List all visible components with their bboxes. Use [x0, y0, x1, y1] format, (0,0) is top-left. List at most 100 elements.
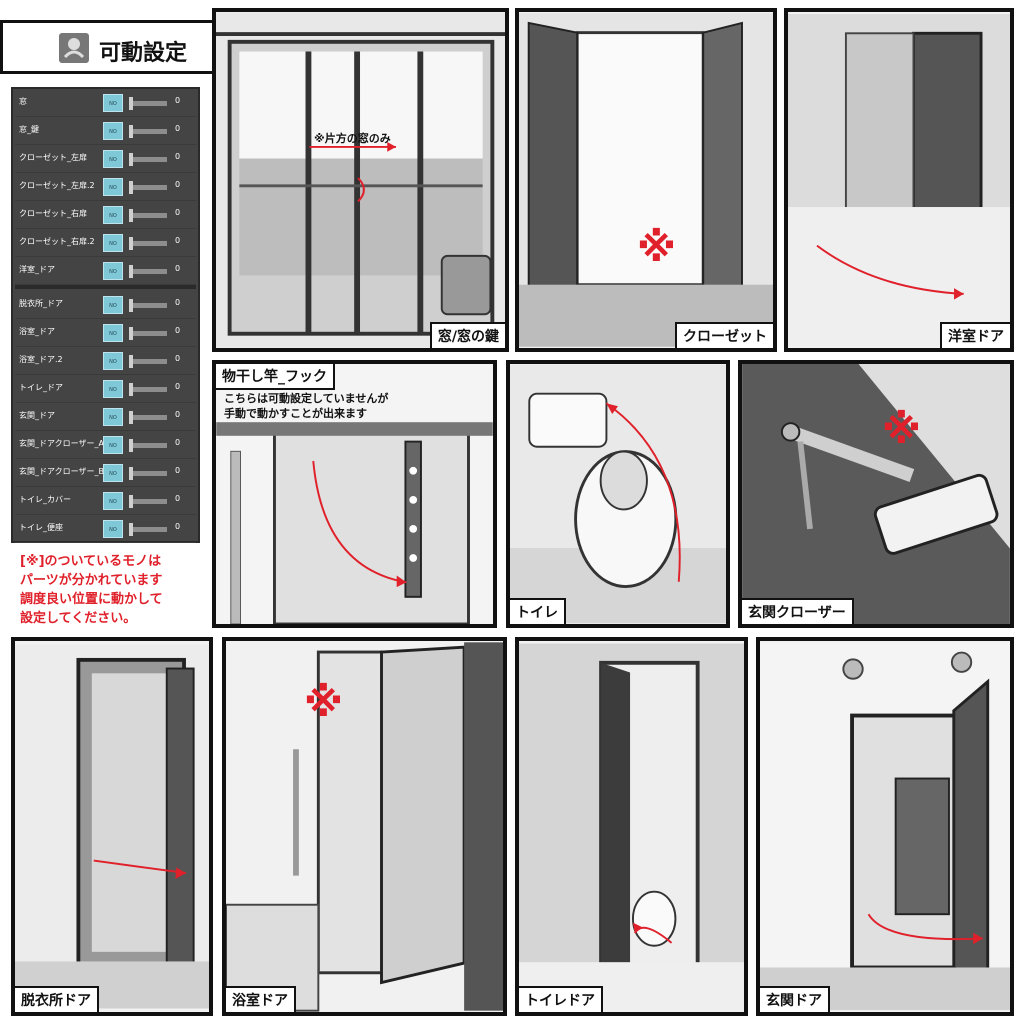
window-illustration [216, 12, 505, 348]
settings-slider[interactable] [129, 471, 167, 476]
settings-row-value: 0 [175, 438, 181, 447]
caption-bath-door: 浴室ドア [226, 986, 296, 1012]
closet-illustration [519, 13, 773, 347]
note-line: 調度良い位置に動かして [20, 592, 163, 607]
caption-toilet: トイレ [510, 598, 566, 624]
settings-toggle[interactable]: NO [103, 380, 123, 398]
settings-slider-knob[interactable] [129, 181, 133, 194]
panel-dressing-door: 脱衣所ドア [11, 637, 213, 1016]
settings-row-label: クローゼット_左扉 [19, 153, 87, 162]
panel-pole: 物干し竿_フック こちらは可動設定していませんが 手動で動かすことが出来ます [212, 360, 497, 628]
settings-row-label: トイレ_ドア [19, 383, 63, 392]
settings-slider[interactable] [129, 269, 167, 274]
settings-toggle[interactable]: NO [103, 234, 123, 252]
settings-slider-knob[interactable] [129, 327, 133, 340]
settings-slider[interactable] [129, 443, 167, 448]
pole-text-1: こちらは可動設定していませんが [224, 392, 389, 405]
settings-slider[interactable] [129, 129, 167, 134]
settings-slider-knob[interactable] [129, 383, 133, 396]
settings-slider[interactable] [129, 213, 167, 218]
settings-slider[interactable] [129, 331, 167, 336]
caption-closet: クローゼット [675, 322, 773, 348]
dressing-door-illustration [15, 644, 209, 1009]
settings-toggle[interactable]: NO [103, 262, 123, 280]
settings-slider-knob[interactable] [129, 299, 133, 312]
settings-slider-knob[interactable] [129, 209, 133, 222]
settings-toggle[interactable]: NO [103, 408, 123, 426]
settings-row-value: 0 [175, 124, 181, 133]
western-door-illustration [788, 13, 1010, 347]
settings-slider[interactable] [129, 303, 167, 308]
settings-toggle[interactable]: NO [103, 492, 123, 510]
panel-toilet-door: トイレドア [515, 637, 748, 1016]
panel-entrance-door: 玄関ドア [756, 637, 1014, 1016]
settings-slider[interactable] [129, 527, 167, 532]
caption-closer: 玄関クローザー [742, 598, 854, 624]
settings-toggle[interactable]: NO [103, 520, 123, 538]
settings-slider[interactable] [129, 157, 167, 162]
settings-slider[interactable] [129, 101, 167, 106]
caption-western-door: 洋室ドア [940, 322, 1010, 348]
settings-slider-knob[interactable] [129, 411, 133, 424]
page-title: 可動設定 [99, 41, 188, 66]
settings-slider-knob[interactable] [129, 467, 133, 480]
pole-text-2: 手動で動かすことが出来ます [224, 407, 367, 420]
settings-row-label: クローゼット_左扉.2 [19, 181, 95, 190]
caption-entrance-door: 玄関ドア [760, 986, 830, 1012]
settings-row: 窓 NO 0 [15, 91, 196, 117]
note-line: 設定してください。 [20, 611, 137, 626]
panel-closet: ※ クローゼット [515, 8, 777, 352]
toilet-illustration [510, 364, 726, 624]
settings-row-value: 0 [175, 298, 181, 307]
settings-row-label: 窓 [19, 97, 27, 106]
settings-slider[interactable] [129, 241, 167, 246]
note-line: [※]のついているモノは [20, 554, 162, 569]
settings-slider[interactable] [129, 499, 167, 504]
settings-toggle[interactable]: NO [103, 352, 123, 370]
settings-row-value: 0 [175, 410, 181, 419]
settings-slider-knob[interactable] [129, 237, 133, 250]
settings-toggle[interactable]: NO [103, 464, 123, 482]
caption-pole: 物干し竿_フック [216, 364, 335, 390]
settings-separator [15, 285, 196, 289]
settings-slider-knob[interactable] [129, 265, 133, 278]
settings-toggle[interactable]: NO [103, 150, 123, 168]
settings-row-value: 0 [175, 96, 181, 105]
settings-slider[interactable] [129, 359, 167, 364]
settings-toggle[interactable]: NO [103, 206, 123, 224]
settings-toggle[interactable]: NO [103, 436, 123, 454]
settings-row-value: 0 [175, 180, 181, 189]
settings-slider[interactable] [129, 185, 167, 190]
settings-slider-knob[interactable] [129, 523, 133, 536]
settings-slider-knob[interactable] [129, 125, 133, 138]
entrance-door-illustration [760, 642, 1010, 1011]
settings-slider-knob[interactable] [129, 97, 133, 110]
settings-row-label: 浴室_ドア [19, 327, 55, 336]
settings-slider-knob[interactable] [129, 355, 133, 368]
bath-door-illustration [226, 642, 503, 1012]
settings-toggle[interactable]: NO [103, 296, 123, 314]
settings-slider[interactable] [129, 415, 167, 420]
settings-row-label: 浴室_ドア.2 [19, 355, 63, 364]
settings-toggle[interactable]: NO [103, 122, 123, 140]
closer-illustration [742, 364, 1010, 624]
settings-toggle[interactable]: NO [103, 94, 123, 112]
settings-row: クローゼット_左扉.2 NO 0 [15, 175, 196, 201]
settings-toggle[interactable]: NO [103, 178, 123, 196]
closet-mark: ※ [637, 225, 676, 271]
settings-row-label: 洋室_ドア [19, 265, 55, 274]
settings-slider-knob[interactable] [129, 439, 133, 452]
settings-toggle[interactable]: NO [103, 324, 123, 342]
settings-slider[interactable] [129, 387, 167, 392]
settings-slider-knob[interactable] [129, 495, 133, 508]
settings-row-label: トイレ_カバー [19, 495, 71, 504]
settings-slider-knob[interactable] [129, 153, 133, 166]
